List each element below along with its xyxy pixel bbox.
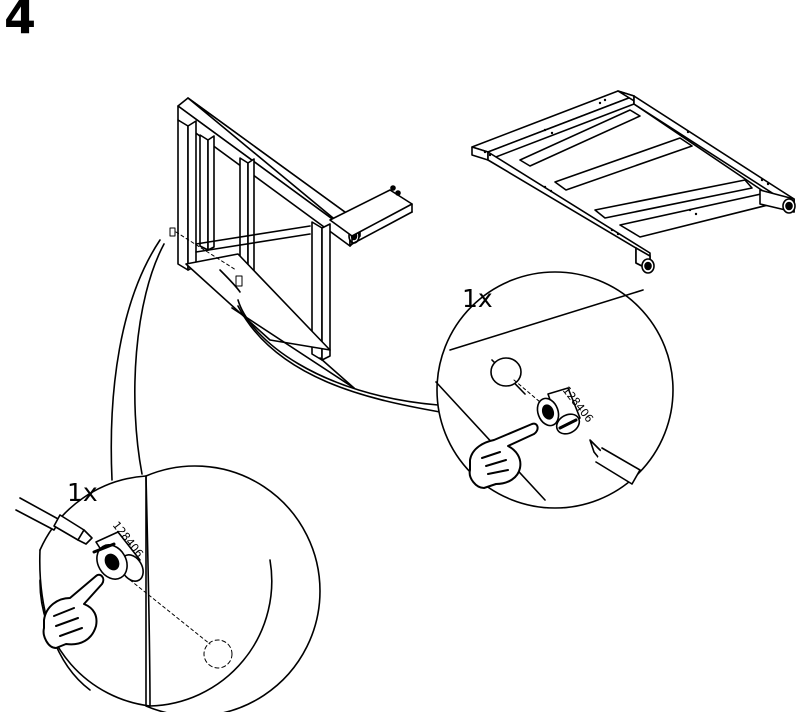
callout-left xyxy=(16,466,320,712)
chair-frame-illustration xyxy=(170,98,412,388)
quantity-label: 1x xyxy=(67,478,98,507)
hand-pointing-icon xyxy=(44,575,104,648)
seat-frame-illustration xyxy=(472,91,795,273)
quantity-label: 1x xyxy=(462,284,493,313)
